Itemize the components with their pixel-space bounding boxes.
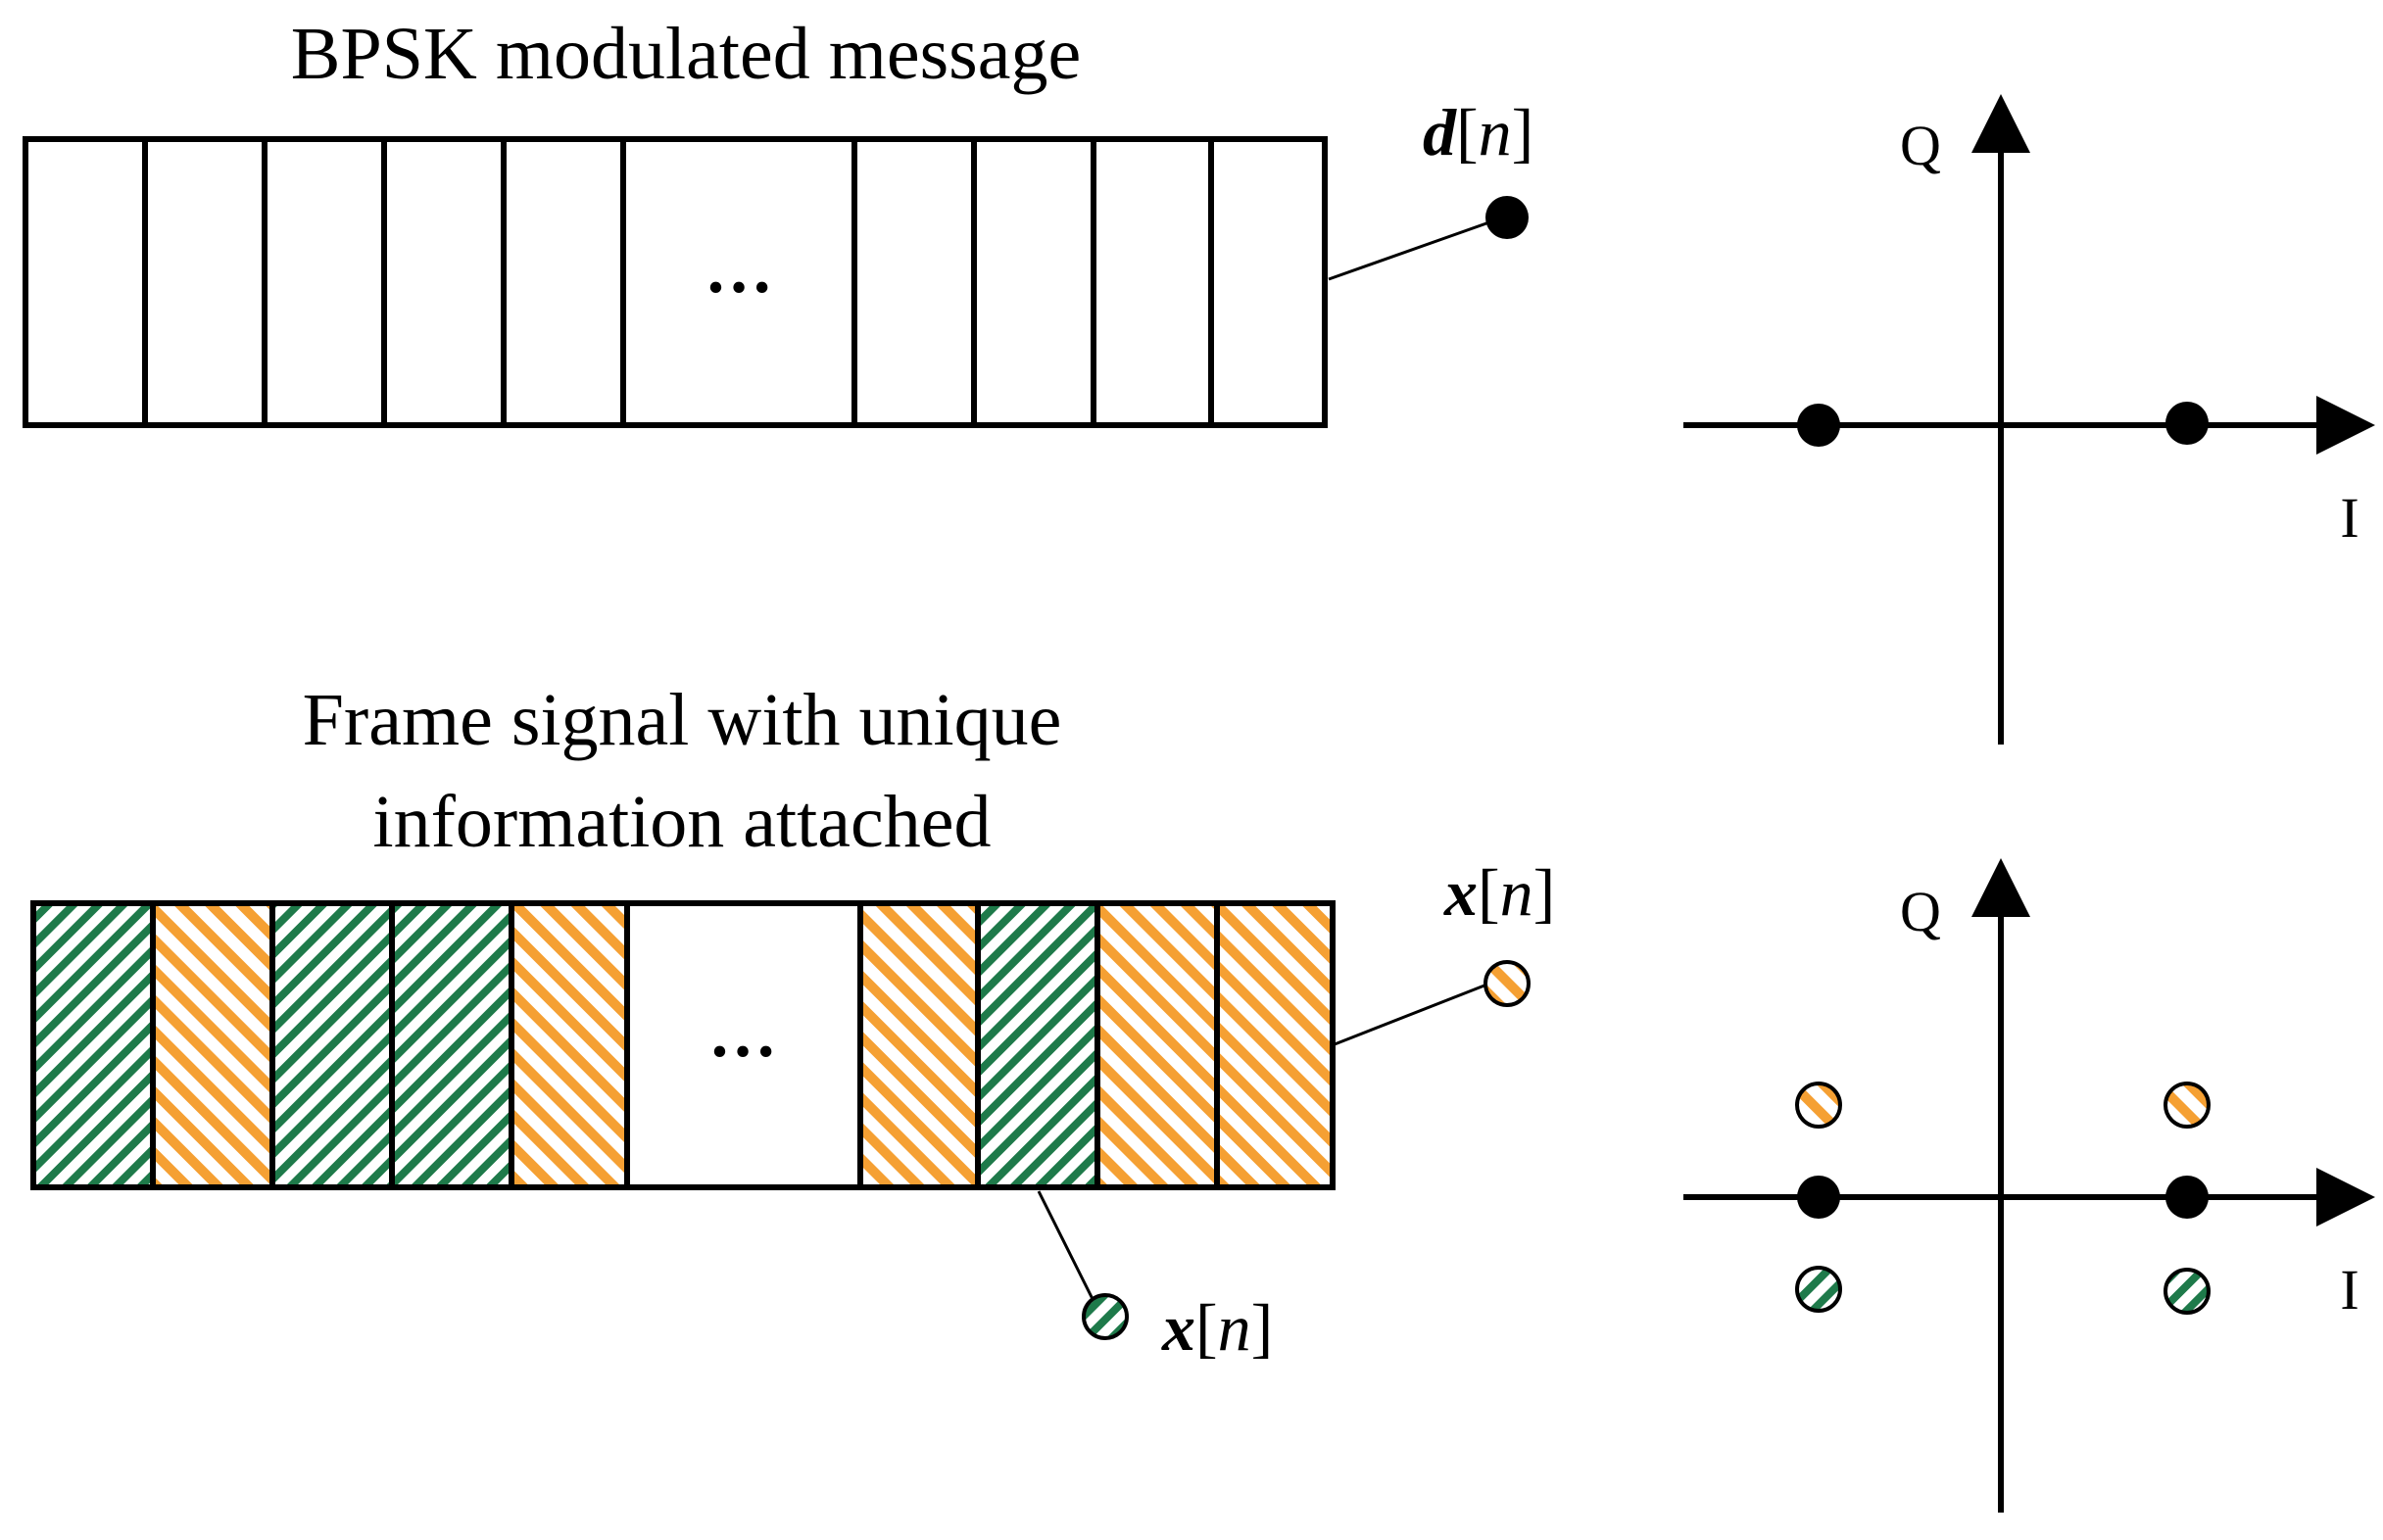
frame-cell-5	[511, 903, 627, 1187]
frame-cell-3	[272, 903, 392, 1187]
point-right-green	[2164, 1268, 2211, 1315]
green-symbol-dot	[1082, 1293, 1129, 1340]
constellation-bottom: Q I	[1683, 858, 2375, 1513]
top-title: BPSK modulated message	[291, 13, 1081, 95]
i-label-bottom: I	[2340, 1258, 2359, 1322]
frame-cell-7	[860, 903, 978, 1187]
d-symbol-dot	[1485, 196, 1529, 239]
x-label-green: x[n]	[1161, 1290, 1273, 1365]
bottom-title-line2: information attached	[373, 781, 992, 863]
frame-cell-4	[392, 903, 511, 1187]
bpsk-point-positive	[2165, 402, 2209, 445]
point-right-black	[2165, 1176, 2209, 1219]
q-label-top: Q	[1900, 114, 1941, 177]
bottom-title-line1: Frame signal with unique	[303, 679, 1062, 761]
frame-cell-9	[1097, 903, 1217, 1187]
orange-symbol-dot	[1483, 960, 1531, 1007]
point-right-orange	[2164, 1082, 2211, 1129]
top-ellipsis: …	[705, 232, 773, 308]
green-leader-line	[1037, 1190, 1095, 1302]
frame-cell-8	[978, 903, 1097, 1187]
i-label-top: I	[2340, 486, 2359, 550]
frame-cell-2	[153, 903, 272, 1187]
point-left-green	[1795, 1266, 1842, 1313]
bpsk-message-frame	[23, 136, 1328, 428]
bpsk-point-negative	[1797, 404, 1840, 447]
frame-cell-10	[1217, 903, 1333, 1187]
constellation-top: Q I	[1683, 94, 2375, 745]
bottom-ellipsis: …	[708, 996, 777, 1072]
frame-cell-1	[33, 903, 153, 1187]
frame-cell-6	[627, 903, 860, 1187]
q-label-bottom: Q	[1900, 880, 1941, 943]
d-label: d[n]	[1423, 95, 1533, 169]
orange-leader-line	[1334, 982, 1490, 1046]
point-left-black	[1797, 1176, 1840, 1219]
x-label-orange: x[n]	[1443, 855, 1555, 930]
top-leader-line	[1328, 216, 1504, 281]
frame-signal	[30, 900, 1336, 1190]
point-left-orange	[1795, 1082, 1842, 1129]
